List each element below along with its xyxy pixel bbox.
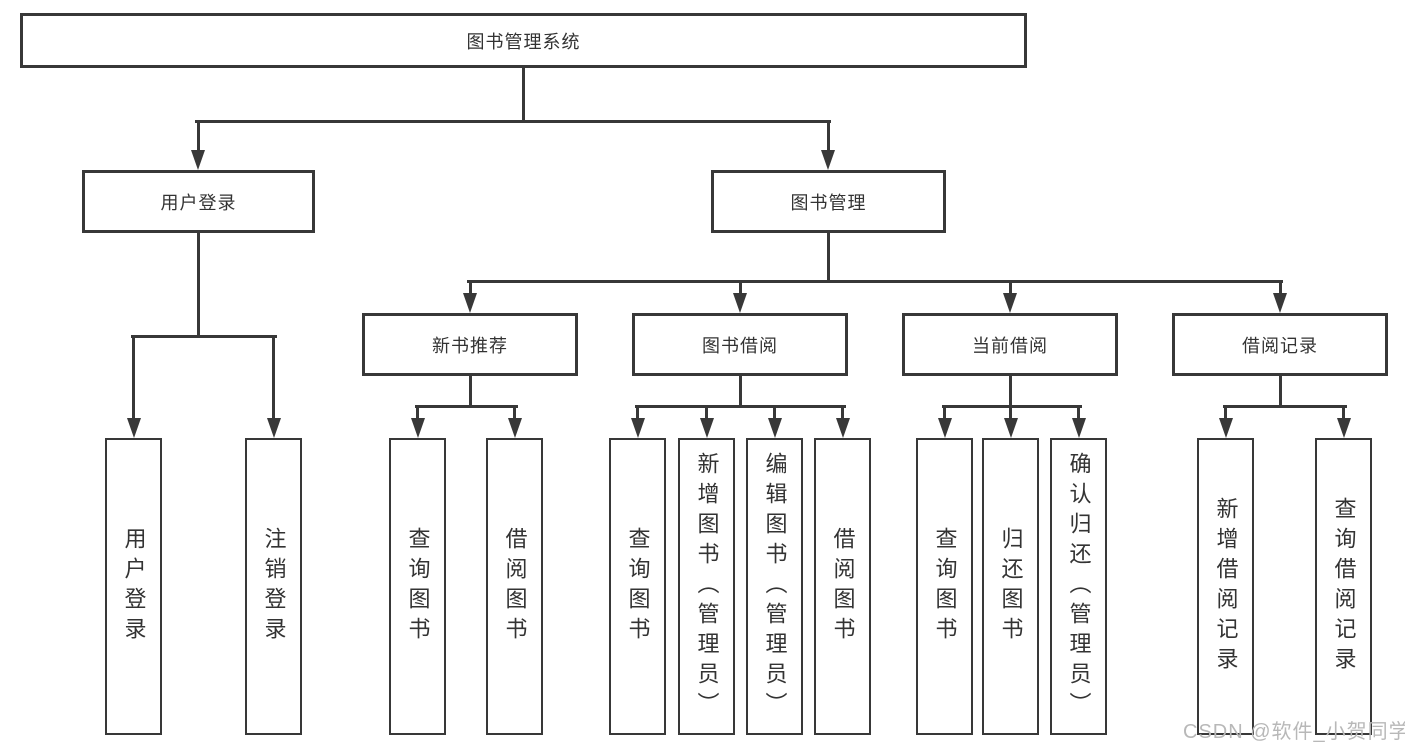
node-user-login: 用户登录 — [82, 170, 315, 233]
node-label: 新增图书（管理员） — [694, 451, 720, 722]
arrowhead-down-icon — [191, 150, 205, 170]
connector-rail — [1222, 405, 1347, 408]
node-label: 确认归还（管理员） — [1066, 451, 1092, 722]
arrowhead-down-icon — [937, 418, 952, 438]
leaf-edit-books-admin: 编辑图书（管理员） — [746, 438, 803, 735]
arrowhead-down-icon — [1003, 293, 1017, 313]
arrowhead-down-icon — [507, 418, 522, 438]
leaf-add-borrow-record: 新增借阅记录 — [1197, 438, 1254, 735]
connector-drop — [1278, 280, 1282, 297]
arrowhead-down-icon — [410, 418, 425, 438]
connector-rail — [195, 120, 831, 123]
node-label: 查询借阅记录 — [1331, 496, 1357, 677]
arrowhead-down-icon — [835, 418, 850, 438]
connector-drop — [636, 405, 639, 422]
connector-drop — [1077, 405, 1080, 422]
leaf-search-books-recommend: 查询图书 — [389, 438, 446, 735]
arrowhead-down-icon — [1218, 418, 1233, 438]
node-current-borrowing: 当前借阅 — [902, 313, 1118, 376]
node-label: 编辑图书（管理员） — [762, 451, 788, 722]
arrowhead-down-icon — [1071, 418, 1086, 438]
node-label: 归还图书 — [998, 526, 1024, 647]
connector-drop — [468, 280, 472, 297]
leaf-add-books-admin: 新增图书（管理员） — [678, 438, 735, 735]
leaf-user-login: 用户登录 — [105, 438, 162, 735]
node-label: 借阅图书 — [502, 526, 528, 647]
leaf-return-books: 归还图书 — [982, 438, 1039, 735]
node-label: 新书推荐 — [432, 335, 508, 356]
leaf-search-books-borrowing: 查询图书 — [609, 438, 666, 735]
connector-stem — [1278, 376, 1282, 407]
connector-drop — [1224, 405, 1227, 422]
connector-drop — [416, 405, 419, 422]
leaf-search-books-current: 查询图书 — [916, 438, 973, 735]
connector-stem — [196, 233, 200, 337]
arrowhead-down-icon — [1336, 418, 1351, 438]
connector-rail — [130, 335, 277, 338]
leaf-confirm-return-admin: 确认归还（管理员） — [1050, 438, 1107, 735]
node-book-management: 图书管理 — [711, 170, 946, 233]
leaf-borrow-books-recommend: 借阅图书 — [486, 438, 543, 735]
arrowhead-down-icon — [1003, 418, 1018, 438]
node-label: 查询图书 — [625, 526, 651, 647]
node-label: 用户登录 — [121, 526, 147, 647]
connector-drop — [1008, 280, 1012, 297]
connector-drop — [705, 405, 708, 422]
connector-drop — [738, 280, 742, 297]
connector-drop — [196, 120, 200, 154]
connector-rail — [634, 405, 846, 408]
node-library-management-system: 图书管理系统 — [20, 13, 1027, 68]
arrowhead-down-icon — [821, 150, 835, 170]
connector-stem — [827, 233, 830, 282]
leaf-logout: 注销登录 — [245, 438, 302, 735]
arrowhead-down-icon — [630, 418, 645, 438]
leaf-borrow-books-borrowing: 借阅图书 — [814, 438, 871, 735]
arrowhead-down-icon — [463, 293, 477, 313]
node-label: 新增借阅记录 — [1213, 496, 1239, 677]
connector-drop — [1009, 405, 1012, 422]
connector-drop — [513, 405, 516, 422]
connector-drop — [773, 405, 776, 422]
arrowhead-down-icon — [699, 418, 714, 438]
connector-stem — [738, 376, 742, 407]
connector-drop — [943, 405, 946, 422]
node-book-borrowing: 图书借阅 — [632, 313, 848, 376]
connector-drop — [1342, 405, 1345, 422]
node-label: 注销登录 — [261, 526, 287, 647]
arrowhead-down-icon — [266, 418, 281, 438]
connector-drop — [132, 335, 135, 422]
arrowhead-down-icon — [126, 418, 141, 438]
node-label: 图书管理 — [790, 192, 867, 213]
node-new-book-recommendation: 新书推荐 — [362, 313, 578, 376]
node-label: 图书借阅 — [702, 335, 778, 356]
node-borrowing-records: 借阅记录 — [1172, 313, 1388, 376]
node-label: 查询图书 — [932, 526, 958, 647]
arrowhead-down-icon — [767, 418, 782, 438]
connector-drop — [841, 405, 844, 422]
arrowhead-down-icon — [733, 293, 747, 313]
node-label: 图书管理系统 — [466, 31, 581, 52]
connector-stem — [468, 376, 472, 407]
node-label: 借阅图书 — [830, 526, 856, 647]
csdn-watermark: CSDN @软件_小贺同学 — [1183, 721, 1405, 743]
node-label: 用户登录 — [160, 192, 237, 213]
node-label: 借阅记录 — [1242, 335, 1318, 356]
connector-stem — [522, 68, 525, 122]
connector-stem — [1008, 376, 1012, 407]
node-label: 查询图书 — [405, 526, 431, 647]
connector-drop — [272, 335, 275, 422]
connector-drop — [826, 120, 830, 154]
connector-rail — [414, 405, 518, 408]
arrowhead-down-icon — [1273, 293, 1287, 313]
leaf-search-borrow-record: 查询借阅记录 — [1315, 438, 1372, 735]
connector-rail — [467, 280, 1283, 283]
node-label: 当前借阅 — [972, 335, 1048, 356]
